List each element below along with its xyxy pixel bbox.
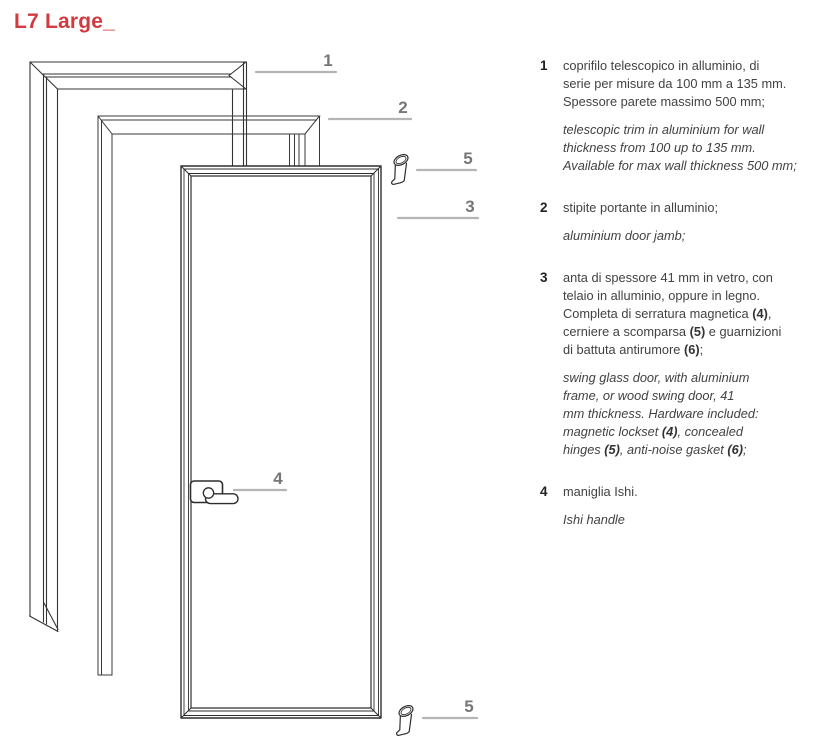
note-paragraph-regular: stipite portante in alluminio; [563,199,836,217]
page-title: L7 Large_ [14,10,116,33]
note-body: maniglia Ishi. Ishi handle [563,483,836,529]
door-panel-drawing [180,165,382,719]
note-line: aluminium door jamb; [563,228,686,243]
note-line: cerniere a scomparsa (5) e guarnizioni [563,324,782,339]
note-line: swing glass door, with aluminium [563,370,750,385]
note-body: coprifilo telescopico in alluminio, di se… [563,57,836,175]
note-number: 4 [540,484,548,499]
note-line: di battuta antirumore (6); [563,342,704,357]
note-body: anta di spessore 41 mm in vetro, con tela… [563,269,836,459]
note-paragraph-regular: coprifilo telescopico in alluminio, di se… [563,57,836,111]
note-line: serie per misure da 100 mm a 135 mm. [563,76,787,91]
callouts-layer: 1 2 5 3 4 5 [232,51,480,720]
note-paragraph-italic: Ishi handle [563,511,836,529]
note-line: telescopic trim in aluminium for wall [563,122,765,137]
note-line: maniglia Ishi. [563,484,638,499]
note-line: hinges (5), anti-noise gasket (6); [563,442,747,457]
note-paragraph-italic: telescopic trim in aluminium for wall thi… [563,121,836,175]
callout-number-5: 5 [464,697,473,716]
note-paragraph-italic: swing glass door, with aluminium frame, o… [563,369,836,459]
note-paragraph-regular: maniglia Ishi. [563,483,836,501]
notes-list: 1 coprifilo telescopico in alluminio, di s… [540,53,836,553]
callout-number-2: 2 [398,98,407,117]
ishi-handle [189,480,239,505]
note-line: Spessore parete massimo 500 mm; [563,94,765,109]
callout-number-1: 1 [323,51,332,70]
note-body: stipite portante in alluminio; aluminium … [563,199,836,245]
note-line: stipite portante in alluminio; [563,200,719,215]
note-line: anta di spessore 41 mm in vetro, con [563,270,773,285]
note-item-2: 2 stipite portante in alluminio; aluminium… [540,199,836,245]
trim-frame-drawing [28,61,248,633]
note-line: Available for max wall thickness 500 mm; [563,158,797,173]
note-item-3: 3 anta di spessore 41 mm in vetro, con tel… [540,269,836,459]
note-line: frame, or wood swing door, 41 [563,388,735,403]
note-line: mm thickness. Hardware included: [563,406,759,421]
hinge-icon-bottom [396,705,414,736]
note-item-4: 4 maniglia Ishi. Ishi handle [540,483,836,529]
note-number: 1 [540,58,548,73]
jamb-frame-drawing [97,115,321,676]
note-paragraph-regular: anta di spessore 41 mm in vetro, con tela… [563,269,836,359]
note-number: 3 [540,270,548,285]
callout-number-5: 5 [463,149,472,168]
note-number: 2 [540,200,548,215]
hinge-icon-top [391,154,409,185]
callout-number-3: 3 [465,197,474,216]
note-line: thickness from 100 up to 135 mm. [563,140,756,155]
note-line: magnetic lockset (4), concealed [563,424,743,439]
note-line: coprifilo telescopico in alluminio, di [563,58,760,73]
note-line: Completa di serratura magnetica (4), [563,306,772,321]
note-paragraph-italic: aluminium door jamb; [563,227,836,245]
note-line: Ishi handle [563,512,625,527]
note-item-1: 1 coprifilo telescopico in alluminio, di s… [540,57,836,175]
callout-number-4: 4 [273,469,283,488]
note-line: telaio in alluminio, oppure in legno. [563,288,761,303]
